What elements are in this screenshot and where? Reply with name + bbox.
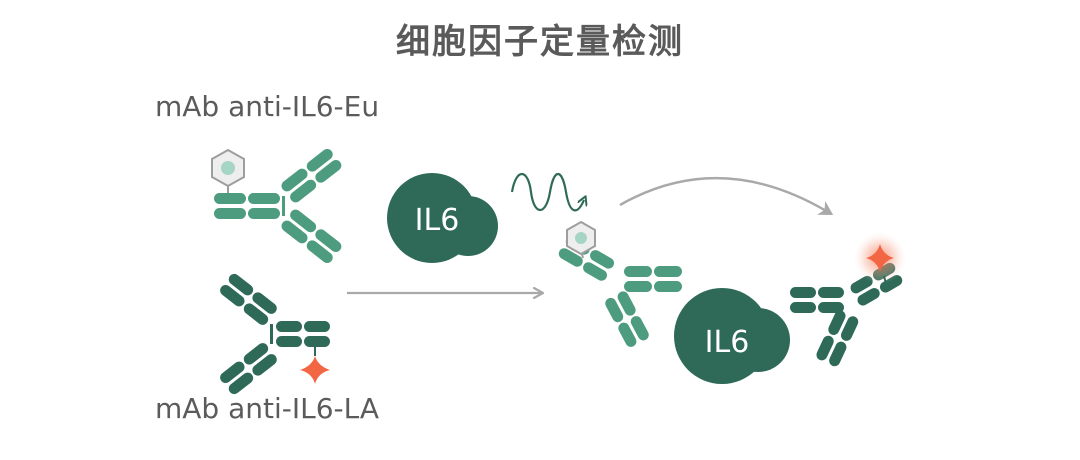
- acceptor-antibody: [220, 273, 330, 395]
- bound-donor-antibody: [558, 236, 682, 347]
- donor-antibody-label: mAb anti-IL6-Eu: [155, 90, 380, 123]
- donor-antibody: [214, 148, 342, 264]
- europium-cage-icon: [211, 148, 245, 193]
- il6-bound-molecule: IL6: [674, 288, 790, 384]
- il6-bound-label: IL6: [705, 325, 750, 360]
- il6-free-label: IL6: [415, 203, 460, 238]
- fret-wave-icon: [510, 172, 584, 212]
- il6-free-molecule: IL6: [387, 173, 498, 263]
- bound-europium-cage-icon: [566, 220, 596, 259]
- glow-star-icon: [854, 232, 906, 285]
- acceptor-antibody-label: mAb anti-IL6-LA: [155, 392, 380, 425]
- emission-arrow-icon: [619, 177, 834, 216]
- page-title: 细胞因子定量检测: [396, 22, 684, 62]
- acceptor-star-icon: [300, 347, 330, 384]
